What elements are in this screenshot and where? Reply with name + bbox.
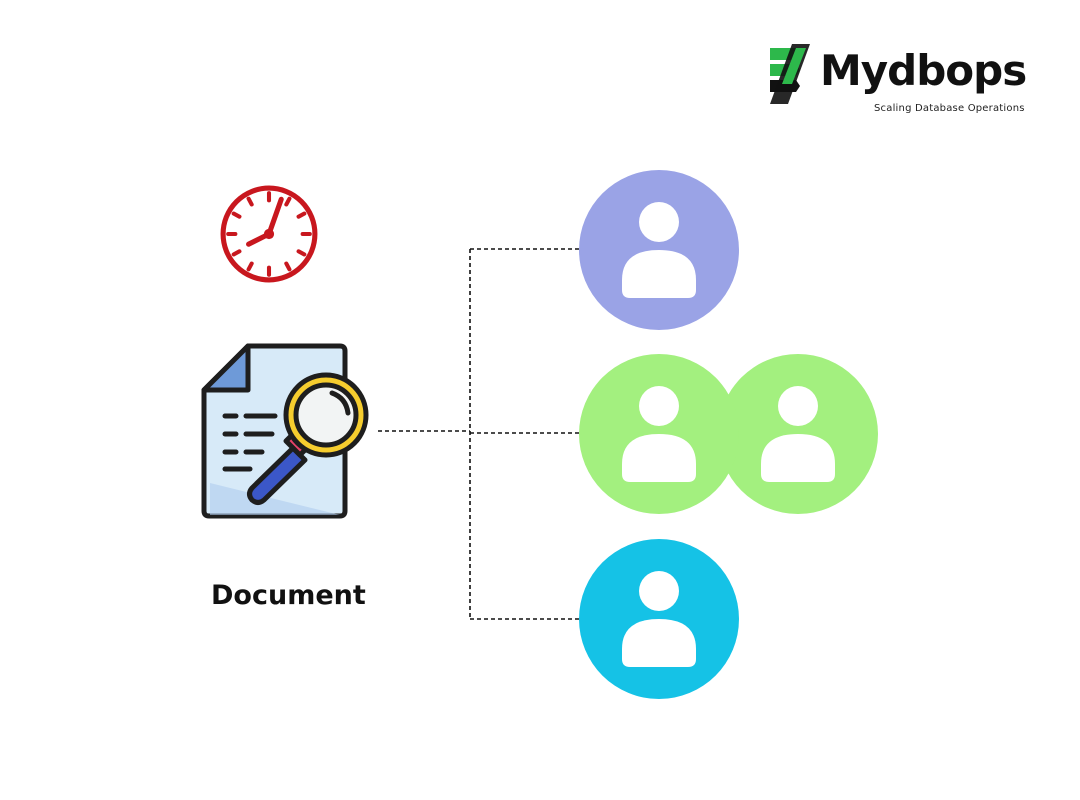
clock-icon [220,185,318,283]
user-group-3 [579,539,739,699]
document-search-icon [201,343,369,519]
user-group-2 [579,354,739,514]
user-icon [622,202,696,298]
brand-tagline: Scaling Database Operations [874,103,1025,114]
user-icon [622,571,696,667]
brand-logo-icon [770,44,810,104]
user-group-2-back [718,354,878,514]
user-icon [622,386,696,482]
user-icon [761,386,835,482]
user-group-1 [579,170,739,330]
document-label: Document [211,580,366,611]
brand-name: Mydbops [820,46,1027,95]
